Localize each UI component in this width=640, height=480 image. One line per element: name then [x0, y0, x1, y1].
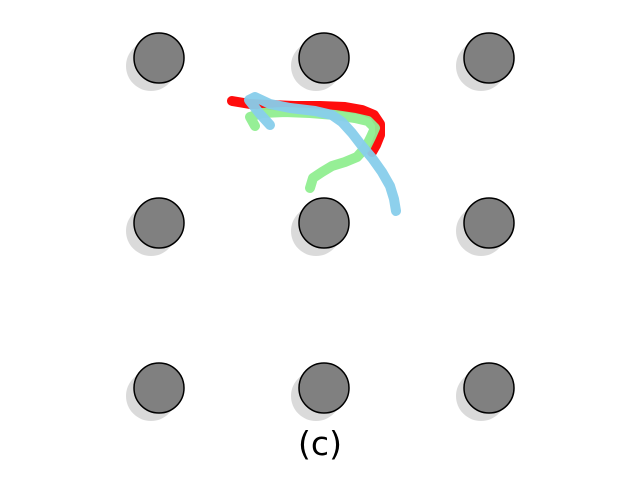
grid-node: [298, 197, 350, 249]
figure-caption: (c): [298, 424, 342, 463]
trajectories: [227, 92, 401, 216]
trajectory-blue: [244, 92, 401, 216]
trajectory-green: [245, 107, 380, 193]
grid-node: [463, 362, 515, 414]
node-grid: [126, 32, 515, 421]
grid-node: [298, 32, 350, 84]
grid-node: [298, 362, 350, 414]
grid-node: [463, 32, 515, 84]
grid-node: [133, 197, 185, 249]
grid-node: [463, 197, 515, 249]
grid-node: [133, 32, 185, 84]
grid-node: [133, 362, 185, 414]
